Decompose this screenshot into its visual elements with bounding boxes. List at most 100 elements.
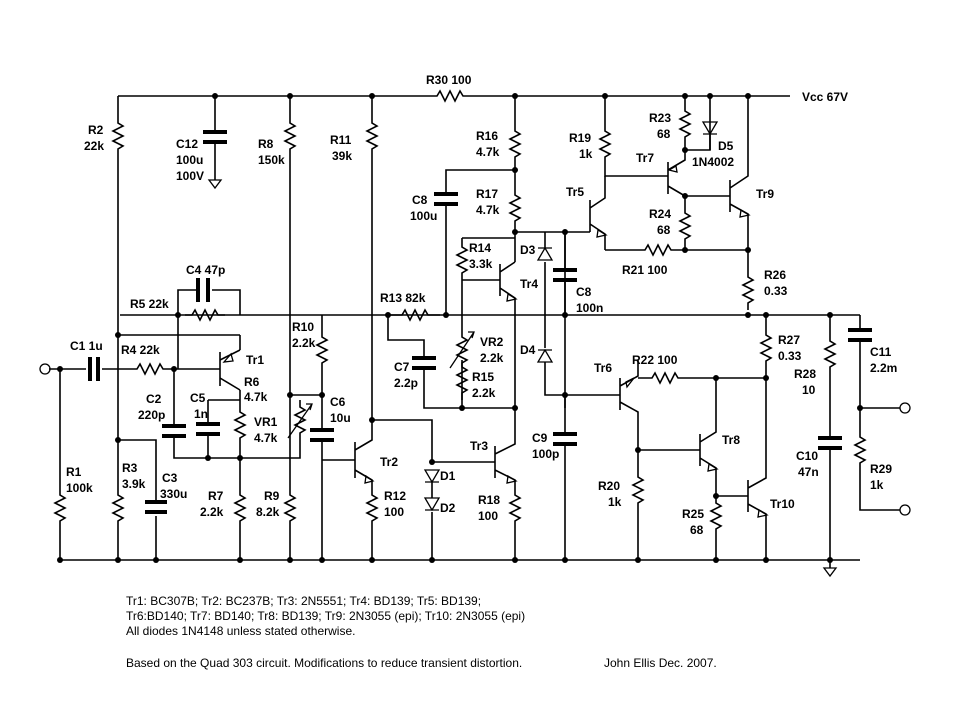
- notes-line-3: All diodes 1N4148 unless stated otherwis…: [126, 624, 356, 638]
- r9-value: 8.2k: [256, 505, 280, 519]
- c5-value: 1n: [194, 407, 208, 421]
- c4-label: C4 47p: [186, 263, 225, 277]
- terminals: [39, 363, 911, 516]
- r19-value: 1k: [579, 147, 593, 161]
- tr4-label: Tr4: [520, 277, 538, 291]
- input-terminal: [39, 363, 51, 375]
- r11-name: R11: [330, 133, 352, 147]
- r18-value: 100: [478, 509, 498, 523]
- r19-resistor: [599, 123, 611, 165]
- tr9-label: Tr9: [756, 187, 774, 201]
- r26-name: R26: [764, 268, 786, 282]
- r9-resistor: [284, 487, 296, 529]
- r16-name: R16: [476, 129, 498, 143]
- r28-value: 10: [802, 383, 816, 397]
- c2-value: 220p: [138, 408, 165, 422]
- r17-resistor: [509, 187, 521, 229]
- notes-line-2: Tr6:BD140; Tr7: BD140; Tr8: BD139; Tr9: …: [126, 609, 526, 623]
- r23-name: R23: [649, 111, 671, 125]
- r1-value: 100k: [66, 481, 93, 495]
- supply-label: Vcc 67V: [802, 90, 848, 104]
- r5-label: R5 22k: [130, 297, 169, 311]
- r2-value: 22k: [84, 139, 104, 153]
- d5-label: D5: [718, 139, 734, 153]
- r29-resistor: [854, 429, 866, 471]
- tr1-label: Tr1: [246, 353, 264, 367]
- r20-name: R20: [598, 479, 620, 493]
- c8a-value: 100u: [410, 209, 437, 223]
- r12-name: R12: [384, 489, 406, 503]
- r22-label: R22 100: [632, 353, 678, 367]
- r10-resistor: [316, 329, 328, 371]
- tr3-label: Tr3: [470, 439, 488, 453]
- d4-label: D4: [520, 343, 536, 357]
- r30-label: R30 100: [426, 73, 472, 87]
- d3-label: D3: [520, 243, 536, 257]
- d1-label: D1: [440, 469, 456, 483]
- junction-dots: [57, 93, 863, 563]
- r2-resistor: [112, 115, 124, 157]
- tr2-label: Tr2: [380, 455, 398, 469]
- r24-name: R24: [649, 207, 671, 221]
- r17-value: 4.7k: [476, 203, 500, 217]
- r23-resistor: [679, 103, 691, 145]
- tr6-label: Tr6: [594, 361, 612, 375]
- c9-name: C9: [532, 431, 548, 445]
- r15-value: 2.2k: [472, 386, 496, 400]
- r24-value: 68: [657, 223, 671, 237]
- output-terminal-positive: [899, 402, 911, 414]
- c12-voltage: 100V: [176, 169, 204, 183]
- r25-resistor: [710, 495, 722, 537]
- r13-label: R13 82k: [380, 291, 426, 305]
- r3-resistor: [112, 487, 124, 529]
- vr1-name: VR1: [254, 415, 278, 429]
- r20-value: 1k: [608, 495, 622, 509]
- r17-name: R17: [476, 187, 498, 201]
- c10-value: 47n: [798, 465, 819, 479]
- r1-resistor: [54, 487, 66, 529]
- c3-name: C3: [162, 471, 178, 485]
- c8b-name: C8: [576, 285, 592, 299]
- r10-value: 2.2k: [292, 336, 316, 350]
- r15-name: R15: [472, 370, 494, 384]
- r27-name: R27: [778, 333, 800, 347]
- r19-name: R19: [569, 131, 591, 145]
- r8-name: R8: [258, 137, 274, 151]
- r28-name: R28: [794, 367, 816, 381]
- r27-value: 0.33: [778, 349, 802, 363]
- r8-value: 150k: [258, 153, 285, 167]
- r3-name: R3: [122, 461, 138, 475]
- r7-resistor: [234, 487, 246, 529]
- r30-resistor: [429, 90, 471, 102]
- vr1-value: 4.7k: [254, 431, 278, 445]
- r26-resistor: [742, 269, 754, 311]
- author-credit: John Ellis Dec. 2007.: [604, 656, 717, 670]
- c8b-value: 100n: [576, 301, 603, 315]
- c7-name: C7: [394, 360, 410, 374]
- r18-resistor: [509, 487, 521, 529]
- c2-name: C2: [146, 392, 162, 406]
- vr2-name: VR2: [480, 335, 504, 349]
- r11-value: 39k: [332, 149, 352, 163]
- r9-name: R9: [264, 489, 280, 503]
- r14-value: 3.3k: [469, 257, 493, 271]
- r6-value: 4.7k: [244, 390, 268, 404]
- d2-label: D2: [440, 501, 456, 515]
- r25-name: R25: [682, 507, 704, 521]
- r29-value: 1k: [870, 478, 884, 492]
- r14-resistor: [456, 239, 468, 281]
- c9-value: 100p: [532, 447, 559, 461]
- r3-value: 3.9k: [122, 477, 146, 491]
- r6-resistor: [234, 404, 246, 446]
- c5-name: C5: [190, 391, 206, 405]
- r21-resistor: [637, 244, 679, 256]
- d5-type: 1N4002: [692, 155, 734, 169]
- r12-value: 100: [384, 505, 404, 519]
- c8a-name: C8: [412, 193, 428, 207]
- based-on-note: Based on the Quad 303 circuit. Modificat…: [126, 656, 523, 670]
- r16-value: 4.7k: [476, 145, 500, 159]
- tr7-label: Tr7: [636, 151, 654, 165]
- r23-value: 68: [657, 127, 671, 141]
- r2-name: R2: [88, 123, 104, 137]
